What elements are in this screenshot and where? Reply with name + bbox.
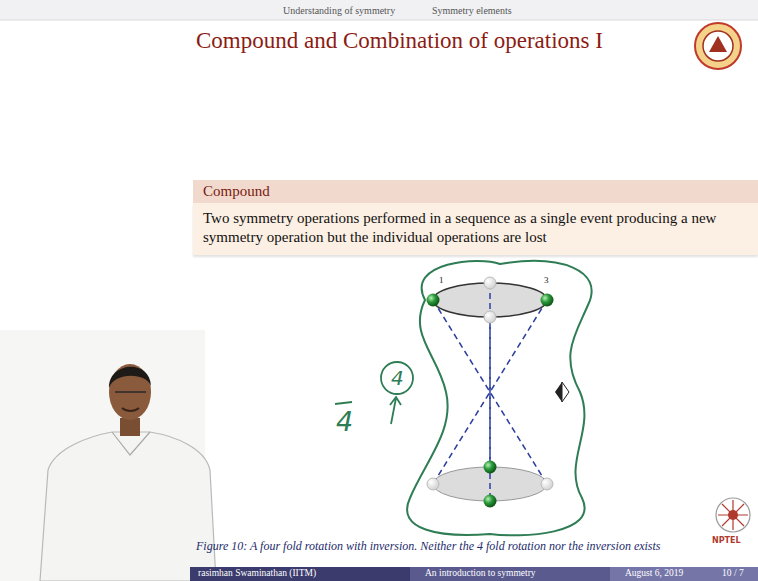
box-body: Two symmetry operations performed in a s… [193,203,758,255]
footer-page: 10 / 7 [722,569,744,579]
ghost-atom [484,311,496,323]
footer-bar [190,567,410,581]
footer-course: An introduction to symmetry [425,569,536,579]
nptel-emblem [716,498,750,532]
presenter-shirt [40,432,216,581]
handwritten-note: 4 [391,368,404,388]
institute-emblem [695,23,741,69]
header-subsection: Symmetry elements [432,5,512,17]
handwritten-bar [335,402,352,404]
vertex-number: 1 [439,276,444,285]
definition-box: CompoundTwo symmetry operations performe… [193,180,758,255]
footer-bar [410,567,610,581]
presenter-head [109,364,151,420]
header-rule [0,20,758,21]
presenter-glasses [115,391,146,393]
green-atom [427,294,440,307]
ghost-atom [541,478,553,490]
header-bar [0,0,758,20]
footer-author: rasimhan Swaminathan (IITM) [198,569,316,579]
green-atom [484,461,497,474]
rotoinversion-symbol [562,382,569,402]
footer-date: August 6, 2019 [625,569,683,579]
rotoinversion-symbol [555,382,562,402]
presenter-hair [109,367,151,388]
emblem-lamp [709,36,727,52]
figure-caption: Figure 10: A four fold rotation with inv… [196,540,701,554]
handwritten-outline [407,261,592,535]
nptel-emblem-hub [728,510,738,520]
ghost-atom [484,277,496,289]
logo-text: NPTEL [712,537,741,545]
vertex-number: 3 [544,276,549,285]
handwritten-arrow [390,397,401,424]
slide-title: Compound and Combination of operations I [196,28,603,54]
presenter-moustache [122,408,139,411]
ghost-atom [427,478,439,490]
handwritten-circle [381,362,413,394]
green-atom [541,294,554,307]
nptel-emblem-spokes [718,500,748,530]
presenter-neck [120,418,140,436]
green-atom [484,495,497,508]
header-section: Understanding of symmetry [283,5,395,17]
box-heading: Compound [193,180,758,203]
emblem-inner [703,31,733,61]
footer-bar [610,567,758,581]
handwritten-note: 4 [336,408,353,435]
inversion-line [489,317,491,467]
